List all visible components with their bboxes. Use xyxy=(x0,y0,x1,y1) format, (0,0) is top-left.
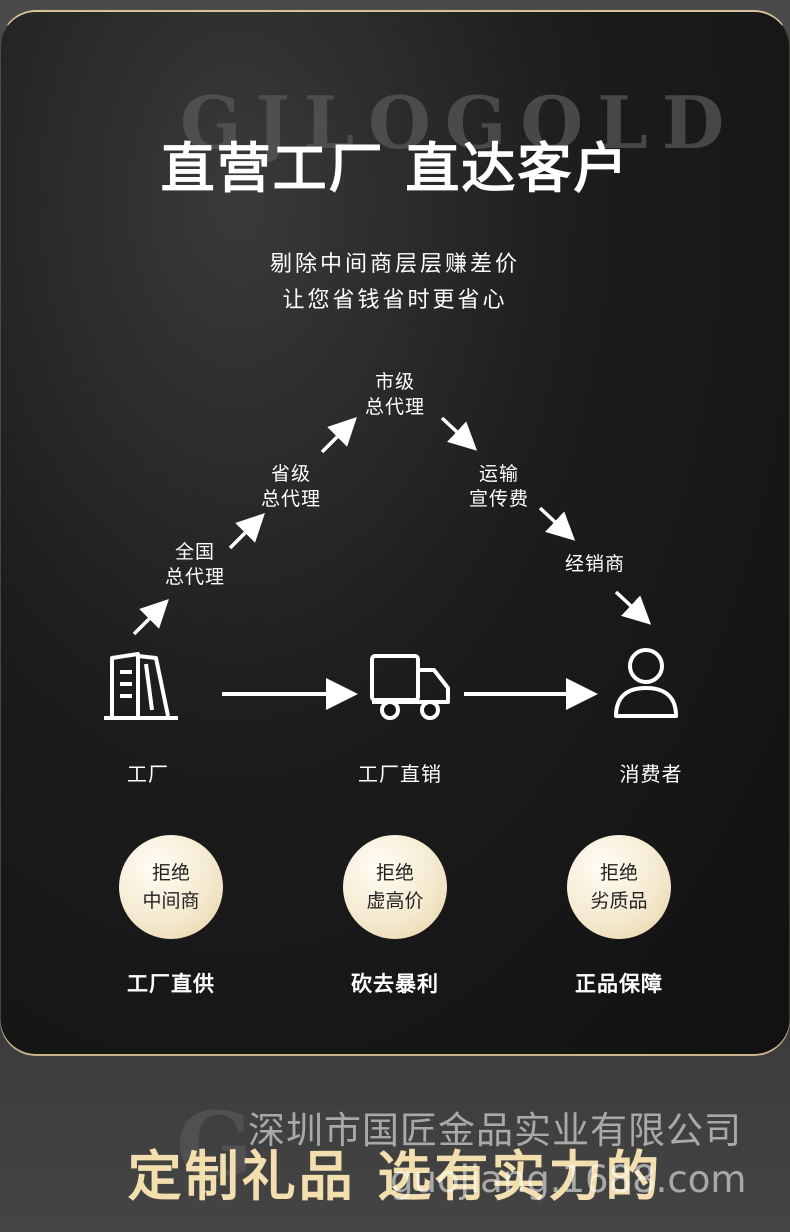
badge-no-inferior: 拒绝 劣质品 xyxy=(567,835,671,939)
shipping-label: 运输 宣传费 xyxy=(444,462,554,512)
badge-caption-factory-direct: 工厂直供 xyxy=(127,972,215,996)
city-agent-line-1: 市级 xyxy=(374,371,415,393)
subtitle-line-1: 剔除中间商层层赚差价 xyxy=(269,252,520,277)
arrow-icon xyxy=(320,417,357,454)
arrow-icon xyxy=(538,506,576,541)
dealer-label: 经销商 xyxy=(564,553,625,575)
city-agent-label: 市级 总代理 xyxy=(340,370,450,420)
shipping-line-1: 运输 xyxy=(478,463,519,485)
factory-caption: 工厂 xyxy=(127,762,169,786)
slogan: 定制礼品 选有实力的 xyxy=(127,1145,663,1208)
arrow-icon xyxy=(614,590,652,625)
arrow-icon xyxy=(440,416,478,451)
arrow-icon xyxy=(228,513,265,550)
consumer-caption: 消费者 xyxy=(619,762,683,786)
badge-line-1: 拒绝 xyxy=(151,862,190,884)
badge-line-2: 虚高价 xyxy=(366,890,424,912)
brand-watermark-bottom: G xyxy=(176,1092,253,1198)
badge-no-inflated-price: 拒绝 虚高价 xyxy=(343,835,447,939)
city-agent-line-2: 总代理 xyxy=(364,396,425,418)
truck-icon xyxy=(370,654,450,720)
provincial-agent-line-2: 总代理 xyxy=(260,488,321,510)
person-icon xyxy=(614,648,678,718)
building-icon xyxy=(104,652,178,720)
arrow-icon xyxy=(132,599,169,636)
subtitle-line-2: 让您省钱省时更省心 xyxy=(282,288,508,313)
badge-line-2: 劣质品 xyxy=(590,890,648,912)
provincial-agent-line-1: 省级 xyxy=(270,463,311,485)
provincial-agent-label: 省级 总代理 xyxy=(236,462,346,512)
badge-line-2: 中间商 xyxy=(142,890,200,912)
headline: 直营工厂 直达客户 xyxy=(160,137,630,200)
badge-caption-cut-profit: 砍去暴利 xyxy=(351,972,439,996)
shipping-line-2: 宣传费 xyxy=(468,488,529,510)
badge-no-middleman: 拒绝 中间商 xyxy=(119,835,223,939)
company-name-overlay: 深圳市国匠金品实业有限公司 xyxy=(248,1109,742,1152)
direct-sale-caption: 工厂直销 xyxy=(358,762,442,786)
national-agent-label: 全国 总代理 xyxy=(140,540,250,590)
brand-watermark: GJLOGOLD xyxy=(180,80,739,165)
badge-line-1: 拒绝 xyxy=(599,862,638,884)
national-agent-line-2: 总代理 xyxy=(164,566,225,588)
badge-caption-genuine: 正品保障 xyxy=(575,972,663,996)
national-agent-line-1: 全国 xyxy=(174,541,215,563)
site-url-overlay: guojiang.1688.com xyxy=(390,1158,747,1201)
badge-line-1: 拒绝 xyxy=(375,862,414,884)
